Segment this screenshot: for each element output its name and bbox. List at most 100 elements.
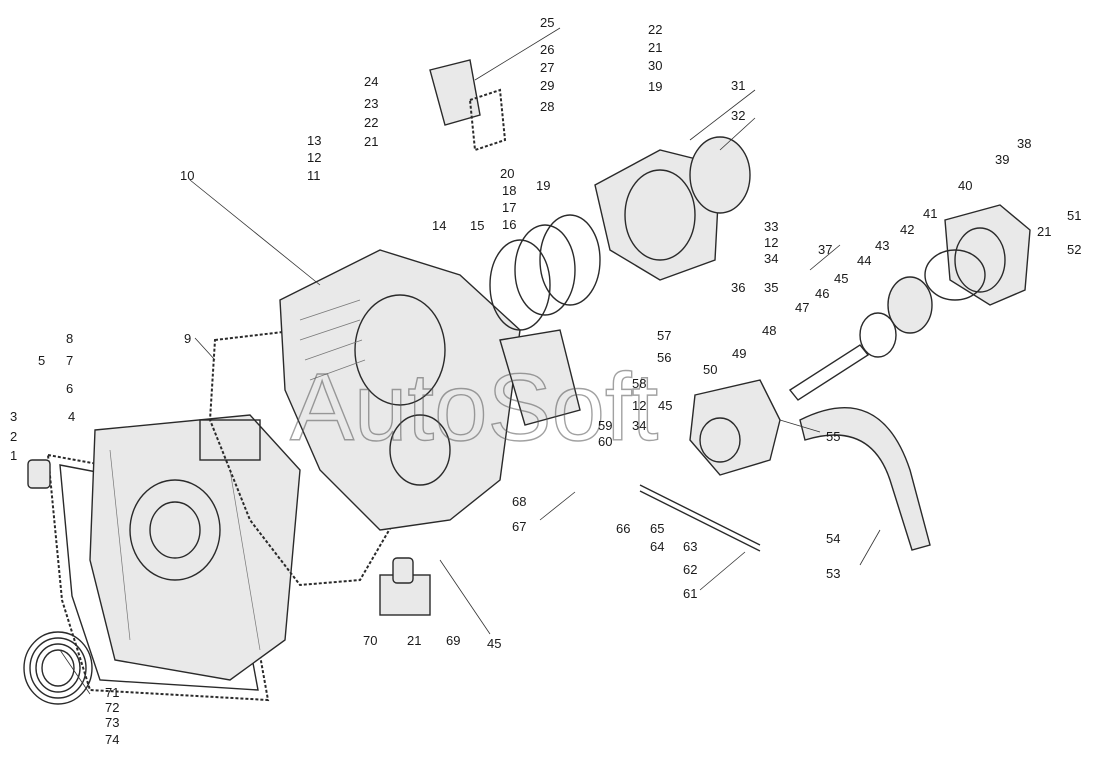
callout-65: 65	[650, 521, 664, 536]
callout-4: 4	[68, 409, 75, 424]
solenoid-valve	[379, 557, 431, 616]
callout-29: 29	[540, 78, 554, 93]
callout-61: 61	[683, 586, 697, 601]
callout-5: 5	[38, 353, 45, 368]
callout-21a: 21	[364, 134, 378, 149]
plug	[27, 459, 51, 489]
callout-20: 20	[500, 166, 514, 181]
callout-66: 66	[616, 521, 630, 536]
callout-8: 8	[66, 331, 73, 346]
callout-labels: 1 2 3 4 5 6 7 8 9 10 11 12 12 12 13 14 1…	[10, 15, 1081, 747]
callout-48: 48	[762, 323, 776, 338]
callout-57: 57	[657, 328, 671, 343]
callout-43: 43	[875, 238, 889, 253]
callout-27: 27	[540, 60, 554, 75]
callout-71: 71	[105, 685, 119, 700]
callout-42: 42	[900, 222, 914, 237]
shaft	[788, 344, 870, 401]
gear-rings	[489, 214, 601, 331]
main-housing	[279, 249, 521, 531]
callout-72: 72	[105, 700, 119, 715]
callout-45b: 45	[658, 398, 672, 413]
callout-23: 23	[364, 96, 378, 111]
callout-34b: 34	[632, 418, 646, 433]
watermark-text: AutoSoft	[290, 354, 658, 461]
callout-64: 64	[650, 539, 664, 554]
callout-25: 25	[540, 15, 554, 30]
bracket-plate	[499, 329, 581, 426]
seal-rings	[23, 631, 93, 705]
callout-53: 53	[826, 566, 840, 581]
top-cover	[429, 59, 507, 152]
callout-59: 59	[598, 418, 612, 433]
callout-6: 6	[66, 381, 73, 396]
valve-assembly	[639, 484, 761, 552]
callout-41: 41	[923, 206, 937, 221]
callout-21d: 21	[407, 633, 421, 648]
piston-disc	[887, 276, 933, 334]
callout-21c: 21	[1037, 224, 1051, 239]
callout-68: 68	[512, 494, 526, 509]
callout-52: 52	[1067, 242, 1081, 257]
callout-1: 1	[10, 448, 17, 463]
callout-50: 50	[703, 362, 717, 377]
callout-21b: 21	[648, 40, 662, 55]
callout-45c: 45	[487, 636, 501, 651]
callout-37: 37	[818, 242, 832, 257]
callout-16: 16	[502, 217, 516, 232]
leader-lines	[59, 27, 881, 695]
callout-62: 62	[683, 562, 697, 577]
callout-24: 24	[364, 74, 378, 89]
callout-32: 32	[731, 108, 745, 123]
callout-7: 7	[66, 353, 73, 368]
callout-33: 33	[764, 219, 778, 234]
callout-18: 18	[502, 183, 516, 198]
callout-73: 73	[105, 715, 119, 730]
callout-30: 30	[648, 58, 662, 73]
callout-12c: 12	[632, 398, 646, 413]
callout-46: 46	[815, 286, 829, 301]
callout-67: 67	[512, 519, 526, 534]
callout-58: 58	[632, 376, 646, 391]
callout-55: 55	[826, 429, 840, 444]
callout-70: 70	[363, 633, 377, 648]
callout-40: 40	[958, 178, 972, 193]
callout-63: 63	[683, 539, 697, 554]
housing-gasket	[208, 328, 397, 587]
callout-34a: 34	[764, 251, 778, 266]
callout-12a: 12	[307, 150, 321, 165]
callout-9: 9	[184, 331, 191, 346]
callout-36: 36	[731, 280, 745, 295]
callout-31: 31	[731, 78, 745, 93]
rear-housing	[594, 136, 751, 281]
callout-38: 38	[1017, 136, 1031, 151]
output-flange	[689, 379, 781, 476]
flange-bearing	[924, 204, 1031, 306]
callout-54: 54	[826, 531, 840, 546]
callout-35: 35	[764, 280, 778, 295]
callout-13: 13	[307, 133, 321, 148]
callout-49: 49	[732, 346, 746, 361]
callout-12b: 12	[764, 235, 778, 250]
callout-26: 26	[540, 42, 554, 57]
callout-11: 11	[307, 168, 321, 183]
callout-3: 3	[10, 409, 17, 424]
callout-19a: 19	[648, 79, 662, 94]
callout-22a: 22	[364, 115, 378, 130]
front-cover-plate	[89, 414, 301, 681]
callout-45a: 45	[834, 271, 848, 286]
callout-19b: 19	[536, 178, 550, 193]
callout-2: 2	[10, 429, 17, 444]
o-ring	[859, 312, 897, 358]
callout-14: 14	[432, 218, 446, 233]
callout-15: 15	[470, 218, 484, 233]
brake-band	[799, 406, 931, 551]
callout-39: 39	[995, 152, 1009, 167]
callout-56: 56	[657, 350, 671, 365]
callout-69: 69	[446, 633, 460, 648]
callout-10: 10	[180, 168, 194, 183]
callout-28: 28	[540, 99, 554, 114]
callout-17: 17	[502, 200, 516, 215]
